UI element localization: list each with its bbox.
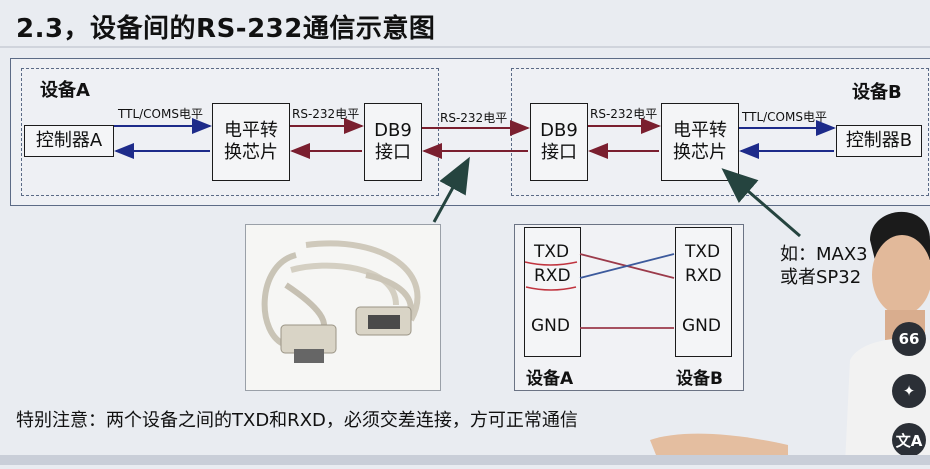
quote-icon[interactable]: 66 — [892, 322, 926, 356]
wiring-device-a-label: 设备A — [526, 369, 574, 389]
pin-a-rxd: RXD — [534, 266, 571, 286]
diagram-panel — [10, 58, 930, 206]
sparkle-icon[interactable]: ✦ — [892, 374, 926, 408]
bottom-strip — [0, 455, 930, 465]
converter-b: 电平转 换芯片 — [661, 103, 739, 181]
converter-a: 电平转 换芯片 — [212, 103, 290, 181]
note-text: 特别注意：两个设备之间的TXD和RXD，必须交差连接，方可正常通信 — [16, 410, 578, 431]
pin-a-gnd: GND — [531, 316, 570, 336]
wiring-device-b-label: 设备B — [676, 369, 723, 389]
chip-example-note: 如：MAX3 或者SP32 — [780, 243, 868, 289]
translate-icon[interactable]: 文A — [892, 423, 926, 457]
page-title: 2.3，设备间的RS-232通信示意图 — [16, 14, 436, 44]
device-a-pin-block — [524, 227, 581, 357]
serial-cable-photo — [245, 224, 441, 391]
chip-note-line2: 或者SP32 — [780, 267, 862, 288]
db9-port-a: DB9 接口 — [364, 103, 422, 181]
db9-port-b: DB9 接口 — [530, 103, 588, 181]
pin-b-gnd: GND — [682, 316, 721, 336]
pin-b-txd: TXD — [685, 242, 721, 262]
device-b-label: 设备B — [852, 82, 902, 103]
ttl-label-b: TTL/COMS电平 — [742, 110, 827, 124]
pin-a-txd: TXD — [534, 242, 570, 262]
device-b-pin-block — [675, 227, 732, 357]
pin-b-rxd: RXD — [685, 266, 722, 286]
rs232-label-mid: RS-232电平 — [440, 111, 508, 125]
controller-b: 控制器B — [836, 125, 922, 157]
title-divider — [0, 46, 930, 48]
ttl-label-a: TTL/COMS电平 — [118, 107, 203, 121]
rs232-label-b: RS-232电平 — [590, 107, 658, 121]
controller-a: 控制器A — [24, 125, 114, 157]
device-a-frame — [21, 68, 439, 196]
chip-note-line1: 如：MAX3 — [780, 244, 868, 265]
device-a-label: 设备A — [40, 80, 90, 101]
rs232-label-a: RS-232电平 — [292, 107, 360, 121]
